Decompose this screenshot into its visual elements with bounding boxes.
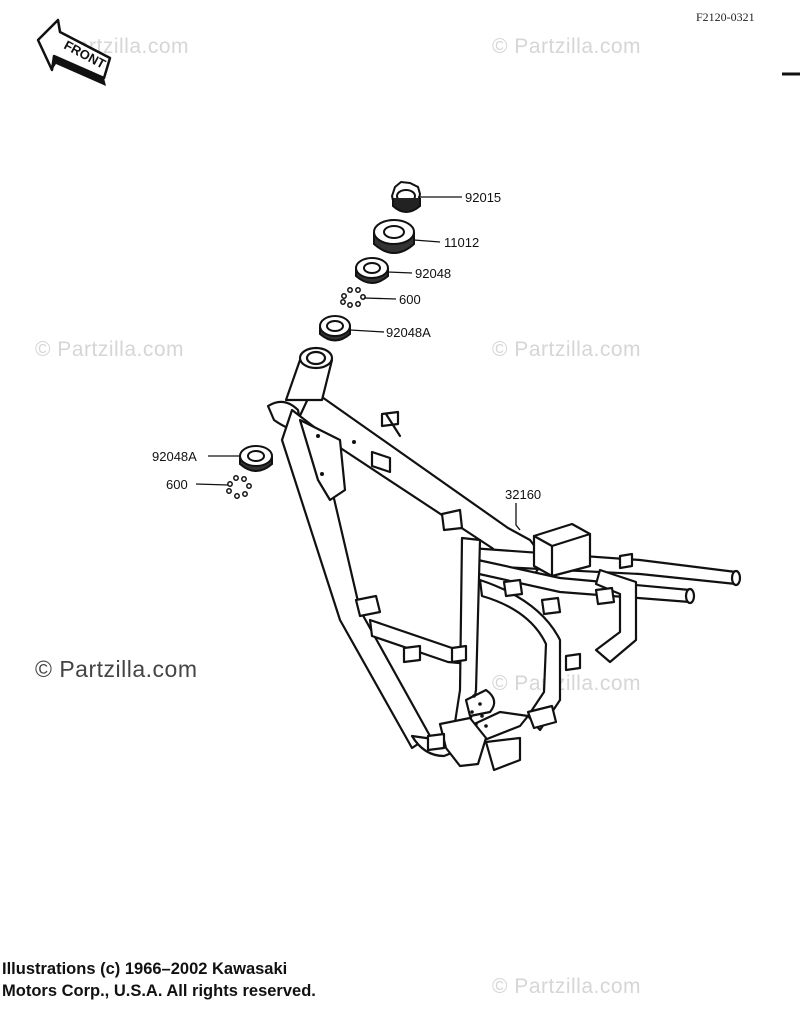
callout-92048A-upper: 92048A — [386, 325, 431, 340]
copyright-line-2: Motors Corp., U.S.A. All rights reserved… — [2, 982, 316, 1000]
motorcycle-frame — [266, 346, 742, 772]
leader-lines — [195, 196, 521, 531]
frame-holes — [316, 434, 488, 728]
stem-nut — [390, 180, 422, 213]
watermark-lower-right: © Partzilla.com — [492, 672, 642, 695]
callout-600-lower: 600 — [166, 477, 188, 492]
watermark-bottom-right: © Partzilla.com — [492, 975, 642, 998]
callout-92015: 92015 — [465, 190, 501, 205]
callout-92048A-lower: 92048A — [152, 449, 197, 464]
copyright-notice: Illustrations (c) 1966–2002 Kawasaki Mot… — [2, 958, 522, 1002]
stem-cover — [373, 219, 415, 254]
watermark-mid-right: © Partzilla.com — [492, 338, 642, 361]
callout-600-upper: 600 — [399, 292, 421, 307]
lower-steel-balls — [226, 475, 252, 499]
copyright-line-1: Illustrations (c) 1966–2002 Kawasaki — [2, 960, 288, 978]
watermark-top-right: © Partzilla.com — [492, 35, 642, 58]
front-arrow-icon: FRONT — [36, 18, 112, 86]
watermark-mid-left: © Partzilla.com — [35, 338, 185, 361]
callout-92048: 92048 — [415, 266, 451, 281]
upper-race — [355, 257, 389, 284]
callout-11012: 11012 — [444, 235, 479, 250]
diagram-code: F2120-0321 — [696, 10, 755, 24]
watermark-lower-left: © Partzilla.com — [35, 656, 198, 682]
callout-32160: 32160 — [505, 487, 541, 502]
upper-steel-balls — [340, 287, 366, 308]
upper-race-a — [319, 315, 351, 342]
lower-race-a — [239, 445, 273, 472]
